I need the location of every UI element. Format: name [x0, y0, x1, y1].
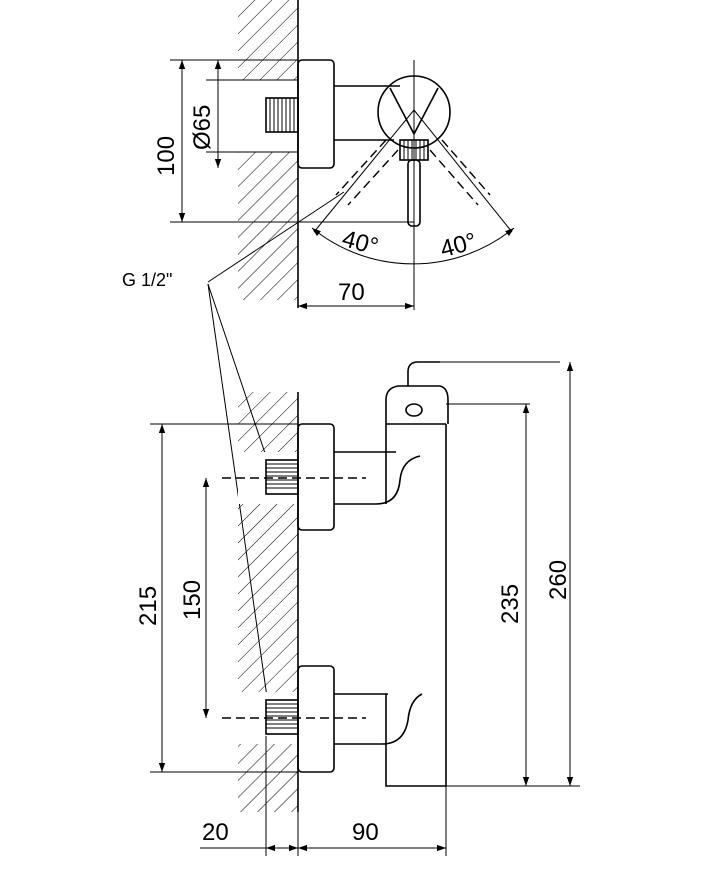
dim-235-label: 235 — [497, 584, 524, 624]
dim-dia65-label: Ø65 — [189, 105, 216, 150]
escutcheon-upper — [297, 423, 335, 531]
escutcheon-top — [297, 59, 335, 169]
escutcheon-lower — [297, 665, 335, 773]
angle-right-label: 40° — [437, 228, 479, 263]
dim-70-label: 70 — [338, 279, 365, 306]
handle-top — [385, 385, 449, 424]
dim-260-label: 260 — [545, 560, 572, 600]
thread-callout: G 1/2" — [122, 191, 345, 705]
angle-arc — [311, 227, 515, 265]
dim-20-label: 20 — [202, 819, 229, 846]
angle-left-label: 40° — [339, 225, 381, 260]
dim-100-label: 100 — [153, 136, 180, 176]
thread-label: G 1/2" — [122, 270, 172, 290]
dim-150-label: 150 — [179, 580, 206, 620]
dim-215-label: 215 — [135, 586, 162, 626]
top-view: 40° 40° 100 Ø65 70 — [153, 0, 515, 310]
lever-rotation-ghosts — [335, 139, 491, 206]
dim-90-label: 90 — [352, 819, 379, 846]
front-view: 215 150 235 260 20 90 — [135, 361, 580, 856]
body-outline — [385, 424, 447, 787]
